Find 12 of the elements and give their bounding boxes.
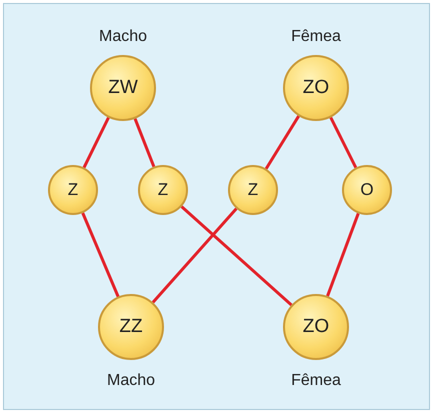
connector-line xyxy=(329,116,358,168)
caption-label: Macho xyxy=(106,372,156,390)
connector-line xyxy=(82,116,110,168)
caption-label: Fêmea xyxy=(291,28,341,46)
caption-label: Macho xyxy=(98,28,148,46)
connector-line xyxy=(264,115,300,170)
caption-label: Fêmea xyxy=(291,372,341,390)
connector-line xyxy=(152,208,238,304)
connector-line xyxy=(180,206,292,306)
connector-line xyxy=(326,212,360,297)
connector-line xyxy=(134,118,156,168)
connector-line xyxy=(81,212,120,298)
